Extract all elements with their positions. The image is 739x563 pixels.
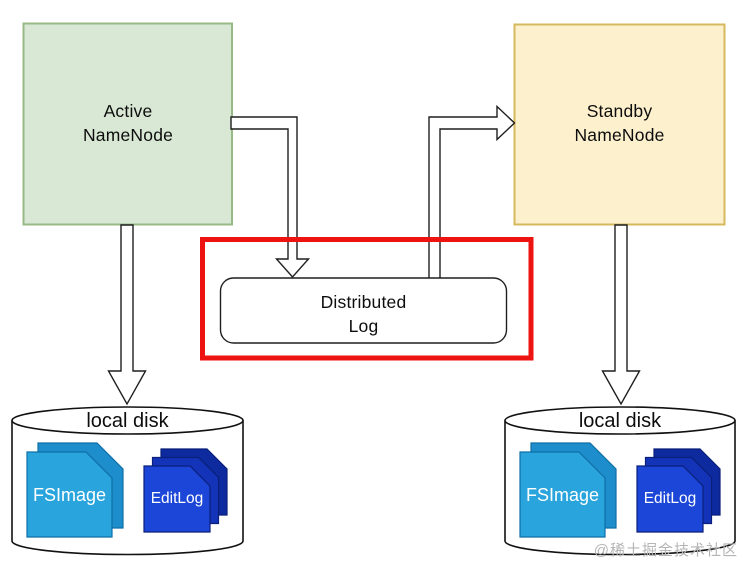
arrow-standby-to-right-disk [601,224,641,406]
distributed-log-box [219,277,508,344]
editlog-pages-front-icon [636,465,704,533]
right-disk-cylinder-top [504,406,736,435]
fsimage-pages-front-icon [519,451,606,538]
editlog-pages-front-icon [143,465,211,533]
arrow-active-to-left-disk [107,224,147,406]
arrow-log-to-standby [428,104,516,280]
left-disk-cylinder-top [11,406,244,435]
highlight-red-box [200,237,534,361]
arrow-active-to-log [230,116,311,279]
standby-namenode-box [513,23,726,226]
active-namenode-box [22,22,233,226]
fsimage-pages-front-icon [26,451,113,538]
